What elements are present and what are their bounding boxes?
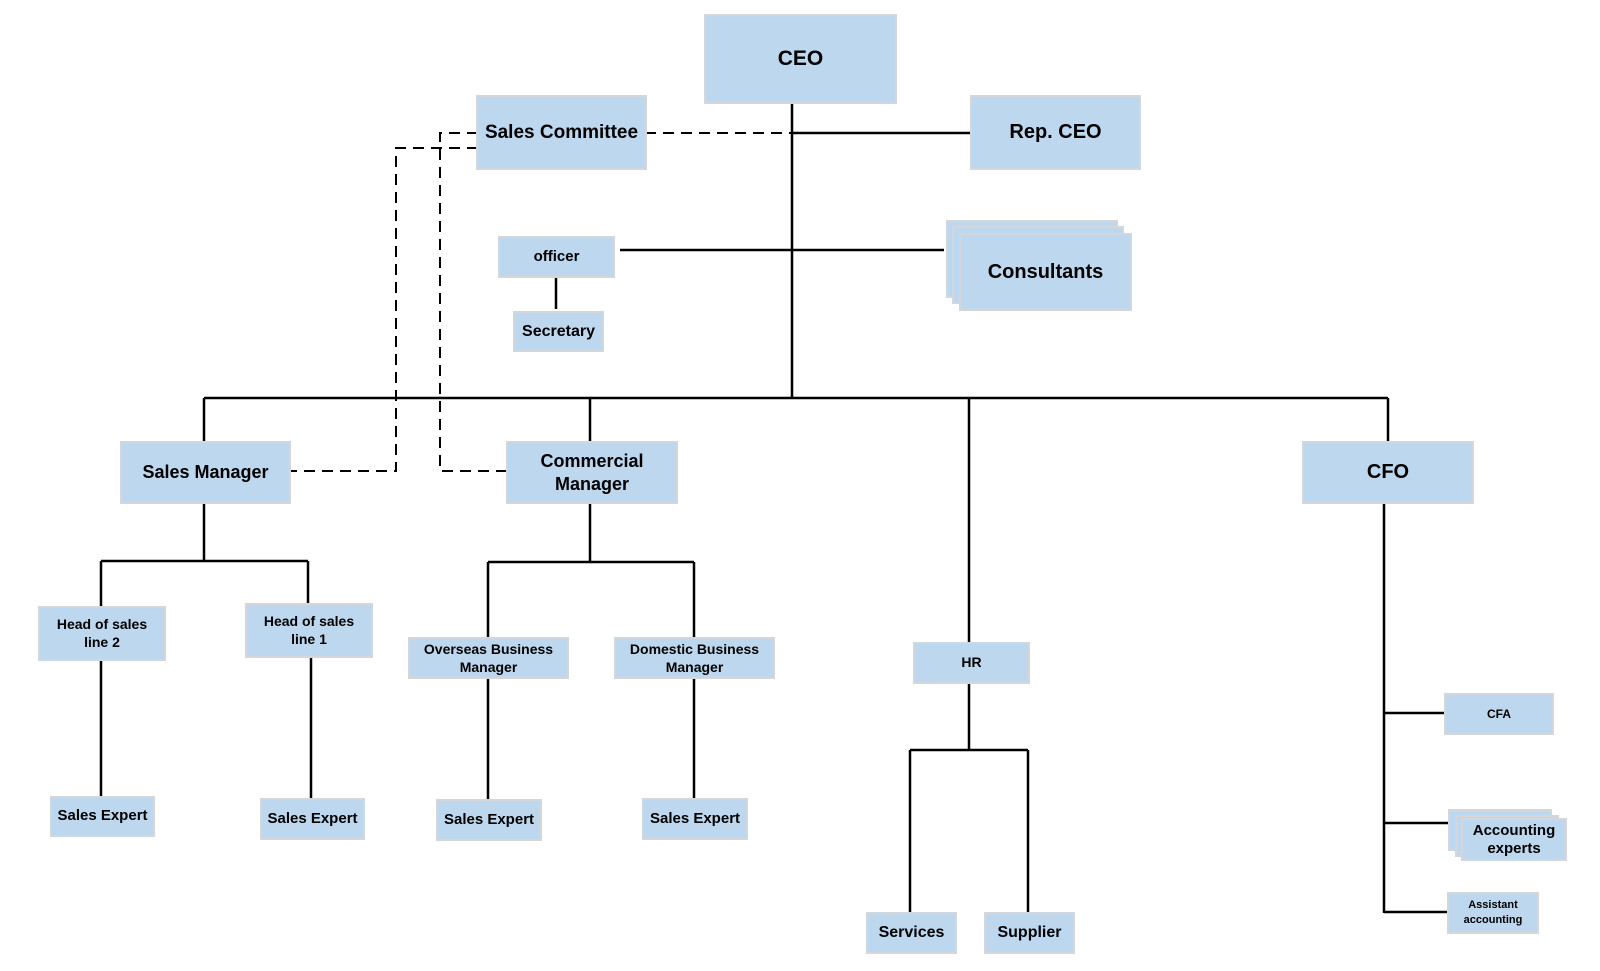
commercial-manager-label: Commercial Manager <box>540 451 644 494</box>
overseas-business-manager-box: Overseas Business Manager <box>408 637 569 679</box>
domestic-business-manager-label: Domestic Business Manager <box>629 640 760 675</box>
sales-expert-2-label: Sales Expert <box>267 809 358 827</box>
supplier-box: Supplier <box>984 912 1075 954</box>
accounting-experts-box: Accounting experts <box>1461 818 1567 861</box>
sales-expert-1-label: Sales Expert <box>57 807 148 825</box>
sales-expert-2-box: Sales Expert <box>260 798 365 840</box>
services-box: Services <box>866 912 957 954</box>
officer-box: officer <box>498 236 615 278</box>
sales-manager-label: Sales Manager <box>142 462 269 483</box>
ceo-box: CEO <box>704 14 897 104</box>
sales-expert-3-box: Sales Expert <box>436 799 542 841</box>
officer-label: officer <box>533 247 580 265</box>
sales-expert-1-box: Sales Expert <box>50 796 155 837</box>
sales-manager-box: Sales Manager <box>120 441 291 504</box>
rep-ceo-label: Rep. CEO <box>1009 121 1102 143</box>
secretary-box: Secretary <box>513 311 604 352</box>
domestic-business-manager-box: Domestic Business Manager <box>614 637 775 679</box>
sales-committee-label: Sales Committee <box>484 121 639 143</box>
head-sales-line-1-box: Head of sales line 1 <box>245 603 373 658</box>
committee-sales-dashed-line <box>290 147 478 472</box>
sales-expert-3-label: Sales Expert <box>443 810 535 828</box>
accounting-experts-label: Accounting experts <box>1472 821 1556 857</box>
committee-commercial-dashed-line <box>439 132 507 472</box>
cfa-label: CFA <box>1487 706 1511 721</box>
head-sales-line-2-label: Head of sales line 2 <box>56 616 148 650</box>
sales-expert-4-label: Sales Expert <box>649 809 741 827</box>
commercial-manager-box: Commercial Manager <box>506 441 678 504</box>
secretary-label: Secretary <box>522 322 595 340</box>
consultants-label: Consultants <box>987 260 1104 283</box>
hr-box: HR <box>913 642 1030 684</box>
assistant-accounting-box: Assistant accounting <box>1447 892 1539 934</box>
consultants-box: Consultants <box>959 233 1132 311</box>
ceo-label: CEO <box>777 46 824 70</box>
head-sales-line-2-box: Head of sales line 2 <box>38 606 166 661</box>
cfo-box: CFO <box>1302 441 1474 504</box>
rep-ceo-box: Rep. CEO <box>970 95 1141 170</box>
services-label: Services <box>878 924 945 941</box>
assistant-accounting-label: Assistant accounting <box>1463 899 1523 926</box>
cfo-label: CFO <box>1366 461 1410 483</box>
supplier-label: Supplier <box>997 924 1062 941</box>
overseas-business-manager-label: Overseas Business Manager <box>423 640 554 675</box>
sales-expert-4-box: Sales Expert <box>642 798 748 840</box>
sales-committee-box: Sales Committee <box>476 95 647 170</box>
cfa-box: CFA <box>1444 693 1554 735</box>
hr-label: HR <box>961 654 982 671</box>
head-sales-line-1-label: Head of sales line 1 <box>263 613 355 647</box>
